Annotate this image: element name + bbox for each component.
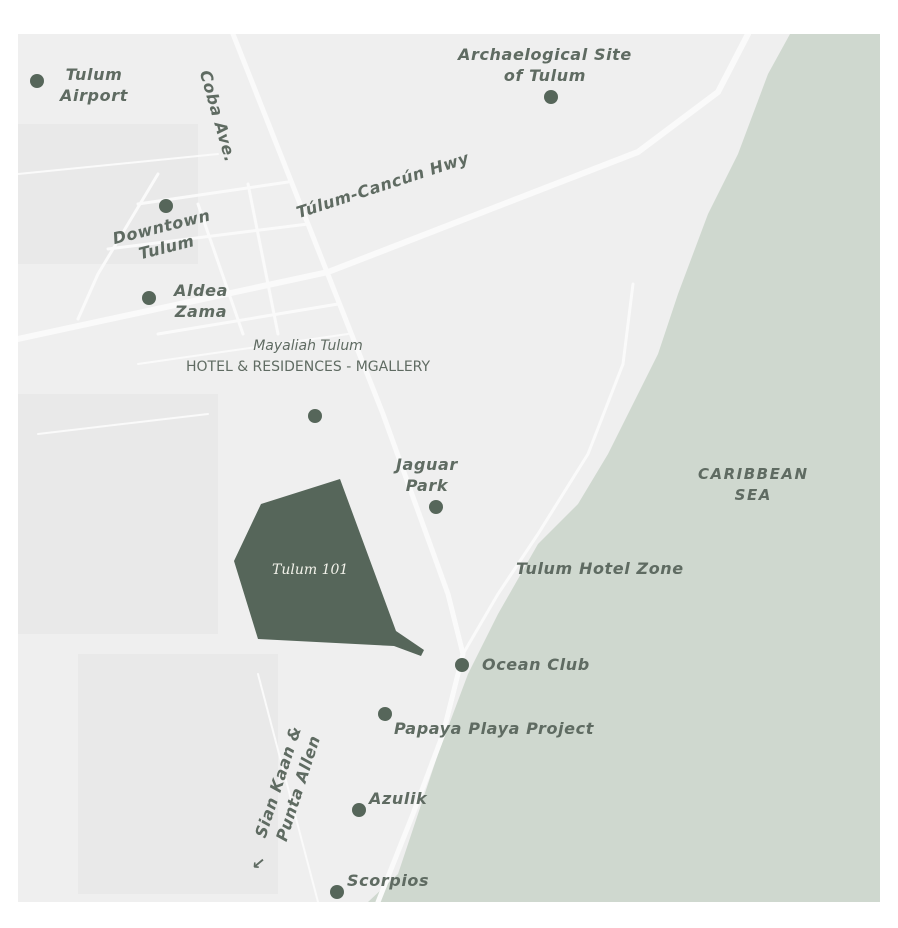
aldea-zama-marker[interactable] <box>142 291 156 305</box>
beach-road <box>461 282 635 656</box>
scorpios-marker[interactable] <box>330 885 344 899</box>
caribbean-sea <box>368 34 880 902</box>
papaya-playa-label: Papaya Playa Project <box>394 719 594 738</box>
tulum-airport-marker[interactable] <box>30 74 44 88</box>
map-canvas <box>18 34 880 902</box>
tulum-101-plot[interactable] <box>234 479 424 656</box>
azulik-label: Azulik <box>369 789 428 808</box>
archaeological-site-marker[interactable] <box>544 90 558 104</box>
mayaliah-marker[interactable] <box>308 409 322 423</box>
land-texture <box>18 124 278 894</box>
coba-road <box>230 34 466 657</box>
roads <box>18 34 751 902</box>
hotel-zone-label: Tulum Hotel Zone <box>516 559 684 578</box>
azulik-marker[interactable] <box>352 803 366 817</box>
downtown-tulum-marker[interactable] <box>159 199 173 213</box>
highway-road <box>18 34 751 342</box>
papaya-playa-marker[interactable] <box>378 707 392 721</box>
coastal-road <box>375 651 466 902</box>
ocean-club-label: Ocean Club <box>482 655 590 674</box>
ocean-club-marker[interactable] <box>455 658 469 672</box>
jaguar-park-marker[interactable] <box>429 500 443 514</box>
scorpios-label: Scorpios <box>347 871 430 890</box>
tulum-101-label: Tulum 101 <box>272 562 349 578</box>
